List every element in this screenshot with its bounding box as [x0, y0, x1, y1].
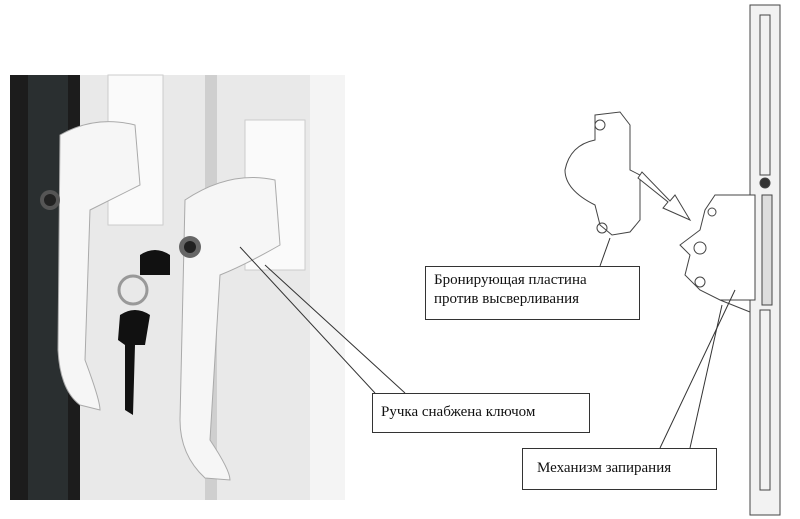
locking-mechanism-label: Механизм запирания: [522, 448, 717, 490]
label-line: Бронирующая пластина: [434, 272, 587, 288]
handle-photo: [10, 74, 345, 500]
callout-lines: [239, 237, 736, 449]
anti-drill-plate-label: Бронирующая пластина против высверливани…: [425, 266, 640, 320]
label-line: против высверливания: [434, 291, 580, 307]
locking-mechanism-drawing: [564, 4, 781, 516]
handle-key-label: Ручка снабжена ключом: [372, 393, 590, 433]
